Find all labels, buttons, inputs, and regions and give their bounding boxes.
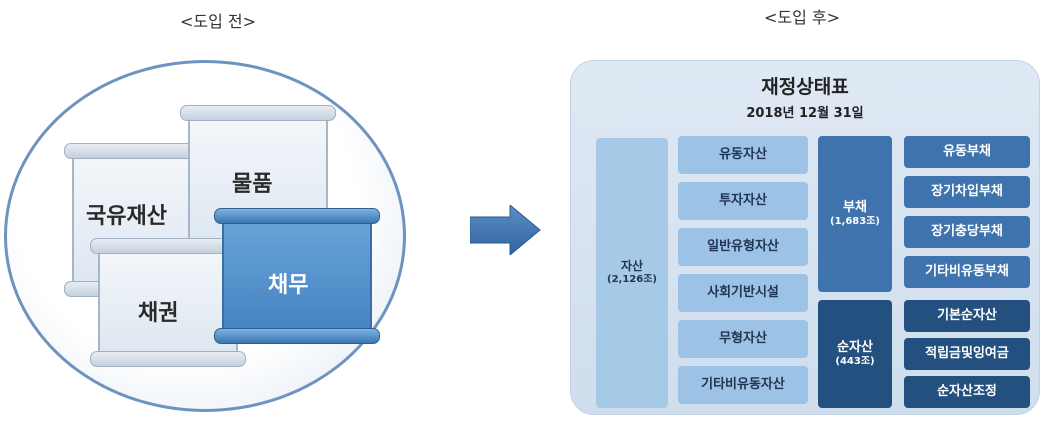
scroll-receivables: 채권 (90, 238, 246, 367)
debt-label: 채무 (268, 273, 309, 298)
liability-item: 기타비유동부채 (904, 256, 1030, 288)
asset-item: 일반유형자산 (678, 228, 808, 266)
receivables-label: 채권 (138, 301, 179, 326)
liabilities-box: 부채 (1,683조) (818, 136, 892, 292)
asset-item: 무형자산 (678, 320, 808, 358)
net-asset-item: 기본순자산 (904, 300, 1030, 332)
net-asset-item: 순자산조정 (904, 376, 1030, 408)
goods-label: 물품 (232, 172, 273, 197)
liabilities-label: 부채 (843, 199, 867, 215)
net-assets-amount: (443조) (835, 355, 875, 367)
statement-date: 2018년 12월 31일 (746, 106, 864, 121)
asset-item: 기타비유동자산 (678, 366, 808, 404)
liabilities-amount: (1,683조) (830, 215, 880, 227)
statement-title: 재정상태표 (761, 76, 849, 98)
net-asset-item: 적립금및잉여금 (904, 338, 1030, 370)
net-assets-box: 순자산 (443조) (818, 300, 892, 408)
liability-item: 장기충당부채 (904, 216, 1030, 248)
scroll-debt: 채무 (214, 208, 380, 344)
liability-item: 장기차입부채 (904, 176, 1030, 208)
asset-item: 사회기반시설 (678, 274, 808, 312)
right-arrow-icon (470, 205, 541, 255)
after-caption: <도입 후> (763, 8, 841, 27)
net-assets-label: 순자산 (837, 339, 873, 355)
liability-item: 유동부채 (904, 136, 1030, 168)
assets-box: 자산 (2,126조) (596, 138, 668, 408)
assets-label: 자산 (620, 259, 644, 274)
before-caption: <도입 전> (179, 12, 257, 31)
assets-amount: (2,126조) (607, 274, 657, 286)
asset-item: 투자자산 (678, 182, 808, 220)
asset-item: 유동자산 (678, 136, 808, 174)
national-property-label: 국유재산 (86, 204, 167, 229)
